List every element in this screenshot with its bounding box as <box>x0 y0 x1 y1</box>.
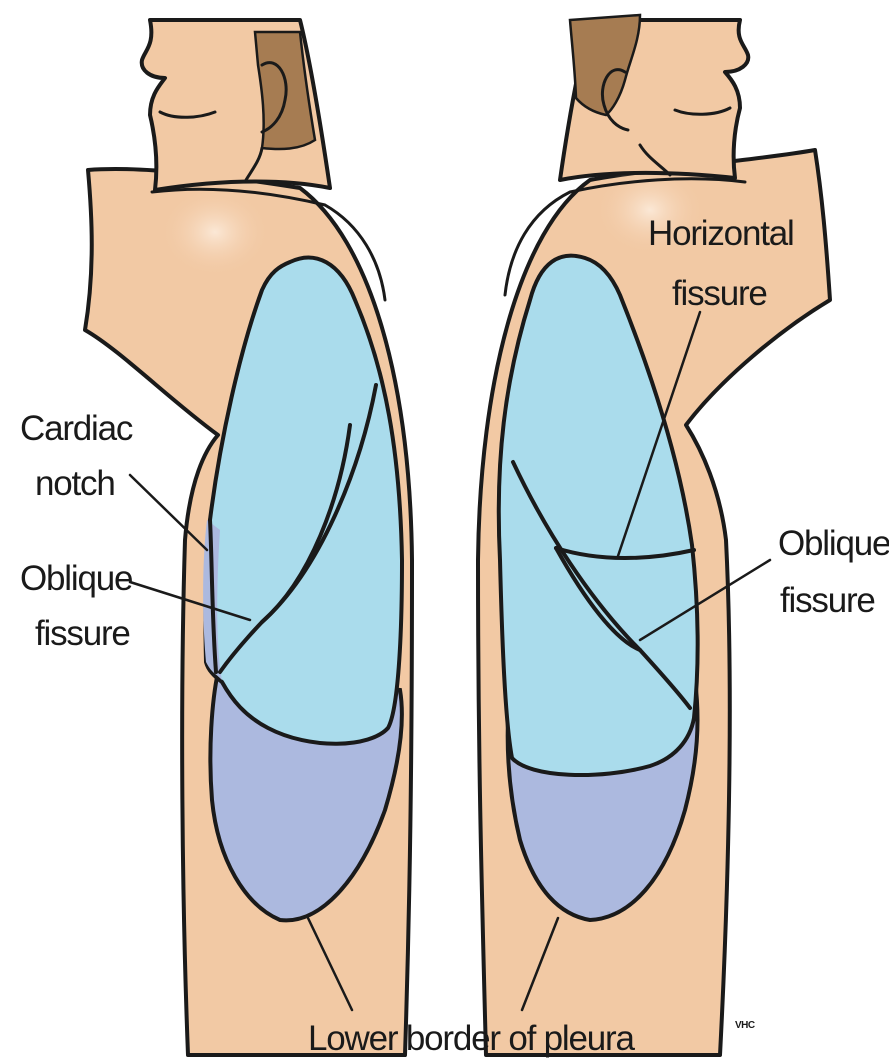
cardiac-notch-label-line1: Cardiac <box>20 409 133 448</box>
horizontal-fissure-label-line1: Horizontal <box>648 214 794 253</box>
right-oblique-label-line2: fissure <box>780 581 875 620</box>
lower-border-of-pleura-label: Lower border of pleura <box>308 1019 635 1058</box>
left-figure <box>85 20 412 1055</box>
left-oblique-label-line1: Oblique <box>20 559 132 598</box>
right-oblique-label-line1: Oblique <box>778 524 889 563</box>
artist-signature: VHC <box>735 1020 755 1031</box>
horizontal-fissure-label-line2: fissure <box>672 274 767 313</box>
left-shoulder-highlight <box>160 187 270 277</box>
left-oblique-label-line2: fissure <box>35 614 130 653</box>
cardiac-notch-label-line2: notch <box>35 464 115 503</box>
